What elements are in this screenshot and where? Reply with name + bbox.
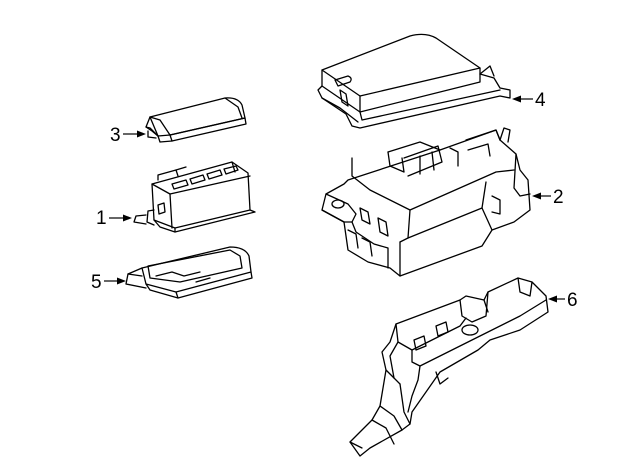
part-2-main-housing xyxy=(321,127,531,277)
callout-2: 2 xyxy=(532,187,564,208)
part-1-fuse-block xyxy=(133,161,256,233)
callout-1-number: 1 xyxy=(96,208,107,229)
part-5-tray xyxy=(125,246,253,299)
callout-6-number: 6 xyxy=(567,290,578,311)
callout-5-number: 5 xyxy=(91,272,102,293)
callout-5: 5 xyxy=(91,272,126,293)
callout-4-number: 4 xyxy=(535,90,546,111)
callout-3-arrowhead xyxy=(137,130,146,138)
callout-6-arrowhead xyxy=(548,295,557,303)
callout-5-arrowhead xyxy=(117,277,126,285)
callout-1: 1 xyxy=(96,208,132,229)
callout-2-number: 2 xyxy=(553,187,564,208)
callout-4: 4 xyxy=(512,90,546,111)
part-4-main-cover xyxy=(317,33,511,129)
callout-4-arrowhead xyxy=(512,95,521,103)
part-3-small-cover xyxy=(145,97,247,143)
callout-3-number: 3 xyxy=(110,125,121,146)
callout-1-arrowhead xyxy=(123,214,132,222)
part-6-bracket xyxy=(349,277,549,457)
callout-3: 3 xyxy=(110,125,146,146)
callout-6: 6 xyxy=(548,290,578,311)
callout-2-arrowhead xyxy=(532,192,541,200)
